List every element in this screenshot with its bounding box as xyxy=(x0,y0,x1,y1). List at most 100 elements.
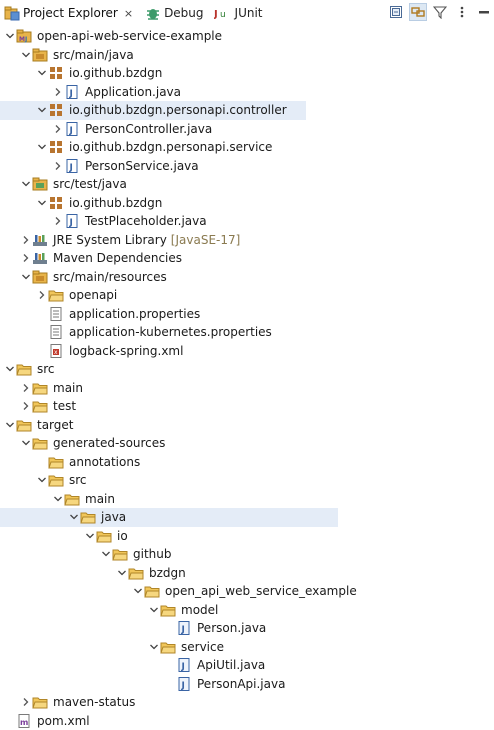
chevron-spacer xyxy=(164,619,176,637)
tree-item[interactable]: src xyxy=(0,360,494,379)
chevron-right-icon[interactable] xyxy=(52,83,64,101)
folder-icon xyxy=(160,639,176,655)
chevron-down-icon[interactable] xyxy=(36,471,48,489)
tree-item-label: java xyxy=(101,510,126,524)
tree-item[interactable]: maven-status xyxy=(0,693,494,712)
chevron-down-icon[interactable] xyxy=(148,601,160,619)
chevron-right-icon[interactable] xyxy=(20,379,32,397)
tree-item[interactable]: java xyxy=(0,508,338,527)
tree-item-decoration: [JavaSE-17] xyxy=(171,233,241,247)
tree-item[interactable]: src/test/java xyxy=(0,175,494,194)
close-icon[interactable]: × xyxy=(124,7,133,20)
chevron-down-icon[interactable] xyxy=(20,434,32,452)
tree-item[interactable]: io xyxy=(0,527,494,546)
tree-item[interactable]: bzdgn xyxy=(0,564,494,583)
chevron-down-icon[interactable] xyxy=(116,564,128,582)
chevron-down-icon[interactable] xyxy=(20,46,32,64)
chevron-down-icon[interactable] xyxy=(20,175,32,193)
tree-item[interactable]: src/main/resources xyxy=(0,268,494,287)
chevron-down-icon[interactable] xyxy=(4,416,16,434)
chevron-right-icon[interactable] xyxy=(20,249,32,267)
chevron-right-icon[interactable] xyxy=(36,286,48,304)
chevron-right-icon[interactable] xyxy=(52,120,64,138)
package-icon xyxy=(48,195,64,211)
chevron-down-icon[interactable] xyxy=(52,490,64,508)
filter-icon[interactable] xyxy=(432,4,448,20)
chevron-down-icon[interactable] xyxy=(36,101,48,119)
tab-debug[interactable]: Debug xyxy=(141,1,207,25)
chevron-right-icon[interactable] xyxy=(20,693,32,711)
tree-item[interactable]: io.github.bzdgn.personapi.service xyxy=(0,138,494,157)
tree-item-label: PersonService.java xyxy=(85,159,199,173)
java-file-icon: J xyxy=(176,676,192,692)
tree-item[interactable]: J PersonService.java xyxy=(0,157,494,176)
tree-item[interactable]: annotations xyxy=(0,453,494,472)
folder-icon xyxy=(48,287,64,303)
view-menu-icon[interactable] xyxy=(454,4,470,20)
chevron-down-icon[interactable] xyxy=(20,268,32,286)
tree-item[interactable]: io.github.bzdgn xyxy=(0,194,494,213)
chevron-down-icon[interactable] xyxy=(4,27,16,45)
tree-item[interactable]: target xyxy=(0,416,494,435)
chevron-right-icon[interactable] xyxy=(52,212,64,230)
tree-item[interactable]: src xyxy=(0,471,494,490)
tree-item[interactable]: main xyxy=(0,379,494,398)
chevron-down-icon[interactable] xyxy=(132,582,144,600)
tab-project-explorer[interactable]: Project Explorer × xyxy=(0,1,137,25)
tree-item-label: bzdgn xyxy=(149,566,186,580)
java-file-icon: J xyxy=(176,657,192,673)
chevron-down-icon[interactable] xyxy=(36,64,48,82)
chevron-down-icon[interactable] xyxy=(68,508,80,526)
tree-item[interactable]: application-kubernetes.properties xyxy=(0,323,494,342)
tree-item[interactable]: service xyxy=(0,638,494,657)
chevron-right-icon[interactable] xyxy=(52,157,64,175)
tree-item[interactable]: github xyxy=(0,545,494,564)
chevron-right-icon[interactable] xyxy=(20,397,32,415)
svg-text:J: J xyxy=(181,662,185,672)
chevron-down-icon[interactable] xyxy=(36,138,48,156)
chevron-down-icon[interactable] xyxy=(84,527,96,545)
chevron-down-icon[interactable] xyxy=(148,638,160,656)
tree-item[interactable]: JRE System Library[JavaSE-17] xyxy=(0,231,494,250)
tree-item[interactable]: src/main/java xyxy=(0,46,494,65)
svg-text:J: J xyxy=(24,36,27,43)
tree-item-label: io.github.bzdgn.personapi.controller xyxy=(69,103,287,117)
collapse-all-icon[interactable] xyxy=(388,4,404,20)
tree-item[interactable]: test xyxy=(0,397,494,416)
properties-file-icon xyxy=(48,324,64,340)
minimize-icon[interactable] xyxy=(476,4,492,20)
folder-icon xyxy=(32,380,48,396)
package-icon xyxy=(48,65,64,81)
svg-text:J: J xyxy=(181,625,185,635)
link-with-editor-icon[interactable] xyxy=(410,4,426,20)
chevron-right-icon[interactable] xyxy=(20,231,32,249)
tree-item[interactable]: main xyxy=(0,490,494,509)
chevron-down-icon[interactable] xyxy=(4,360,16,378)
tree-item[interactable]: Maven Dependencies xyxy=(0,249,494,268)
tree-item[interactable]: generated-sources xyxy=(0,434,494,453)
tree-item-label: io.github.bzdgn.personapi.service xyxy=(69,140,272,154)
java-file-icon: J xyxy=(64,158,80,174)
tree-item-label: target xyxy=(37,418,74,432)
tree-item[interactable]: open_api_web_service_example xyxy=(0,582,494,601)
tree-item[interactable]: io.github.bzdgn xyxy=(0,64,494,83)
tree-item-label: test xyxy=(53,399,76,413)
folder-icon xyxy=(96,528,112,544)
chevron-down-icon[interactable] xyxy=(36,194,48,212)
tree-item[interactable]: openapi xyxy=(0,286,494,305)
tree-item[interactable]: model xyxy=(0,601,494,620)
tree-item[interactable]: application.properties xyxy=(0,305,494,324)
folder-icon xyxy=(160,602,176,618)
chevron-down-icon[interactable] xyxy=(100,545,112,563)
tree-item[interactable]: io.github.bzdgn.personapi.controller xyxy=(0,101,306,120)
